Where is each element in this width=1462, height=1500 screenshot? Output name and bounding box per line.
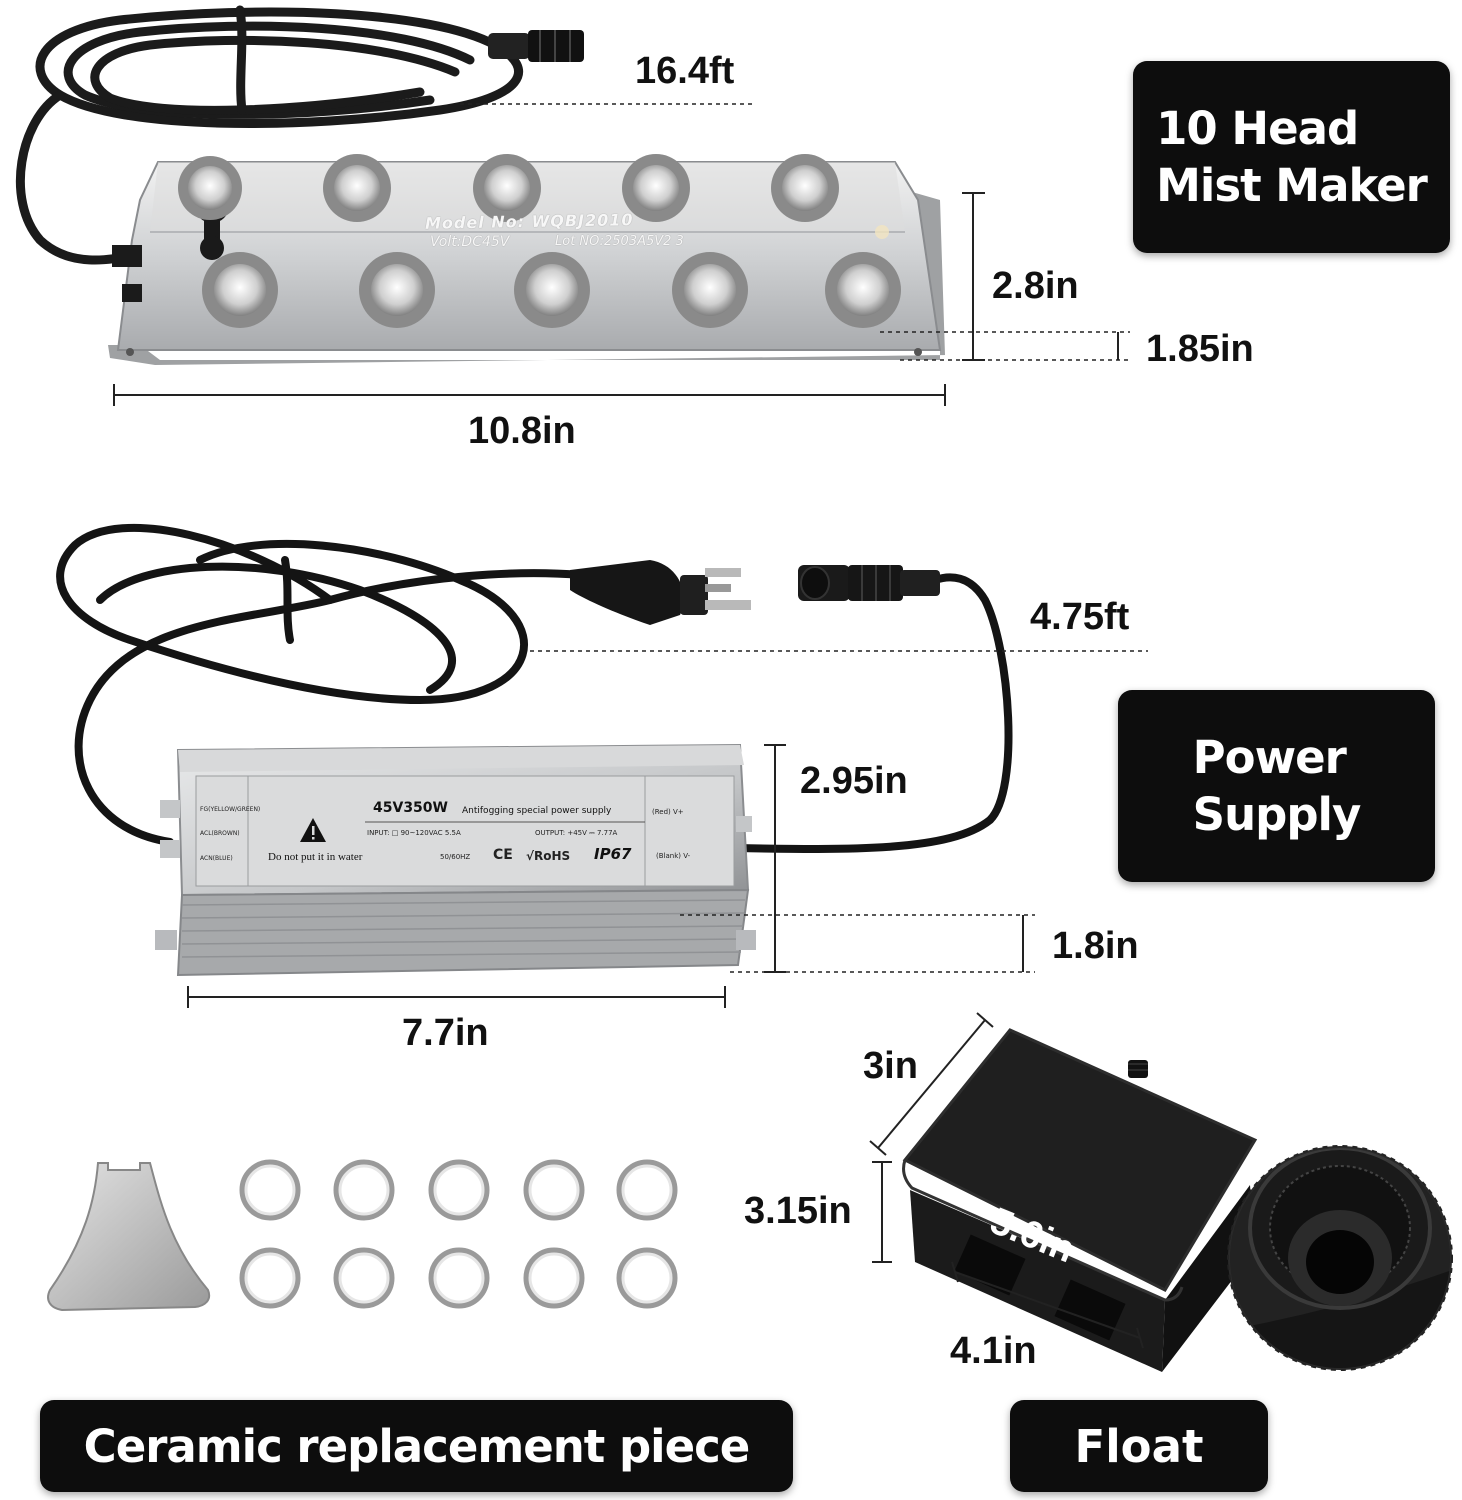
connector-icon-supply [798,565,940,601]
supply-output-label: OUTPUT: +45V ⎓ 7.77A [535,829,618,837]
ceramic-badge: Ceramic replacement piece [40,1400,793,1492]
supply-cable-label: 4.75ft [1030,596,1130,638]
maker-height-label: 2.8in [992,265,1079,307]
warning-triangle-icon [300,818,326,842]
power-supply-badge-line1: Power [1192,731,1347,784]
ip67-mark: IP67 [594,845,632,863]
ceramic-ring-set [239,1159,678,1309]
maker-depth-label: 1.85in [1146,328,1254,370]
supply-model-label: 45V350W [373,800,448,816]
supply-input-label: INPUT: □ 90~120VAC 5.5A [367,829,461,837]
supply-acl-label: ACL(BROWN) [200,830,240,837]
float-body [902,1028,1258,1372]
power-supply-badge: Power Supply [1118,690,1435,882]
supply-width-label: 7.7in [402,1012,489,1054]
mist-maker-badge-line2: Mist Maker [1156,159,1428,212]
ceramic-disc-row-top [178,154,839,222]
mist-maker-lot-label: Lot NO:2503A5V2 3 [555,234,684,249]
rohs-mark: √RoHS [526,849,571,863]
float-width-label: 4.1in [950,1330,1037,1372]
power-supply-body [155,743,756,977]
power-supply-cable [56,523,1013,853]
float-badge: Float [1010,1400,1268,1492]
power-supply-dimension-lines [187,650,1148,1008]
supply-subtitle-label: Antifogging special power supply [462,806,612,816]
float-height-label: 3.15in [744,1190,852,1232]
ce-mark: CE [493,847,513,863]
supply-warning-label: Do not put it in water [268,851,363,863]
power-supply-badge-line2: Supply [1192,788,1362,841]
float-depth-label: 3in [863,1045,918,1087]
mist-maker-cable [15,5,523,265]
mist-maker-model-label: Model No: WQBJ2010 [424,210,634,233]
float-badge-label: Float [1074,1419,1204,1473]
ceramic-disc-row-bottom [202,252,901,328]
supply-height-label: 2.95in [800,760,908,802]
maker-width-label: 10.8in [468,410,576,452]
connector-icon [488,30,584,62]
supply-blank-label: (Blank) V- [656,852,691,860]
plug-icon [570,560,751,625]
float-dimension-lines [869,1012,1144,1349]
ceramic-badge-label: Ceramic replacement piece [83,1419,751,1473]
mist-maker-dimension-lines [113,103,1130,406]
cable-length-label: 16.4ft [635,50,735,92]
supply-depth-label: 1.8in [1052,925,1139,967]
supply-red-label: (Red) V+ [652,808,684,816]
supply-freq-label: 50/60HZ [440,853,471,861]
mist-maker-volt-label: Volt:DC45V [430,234,510,250]
supply-fg-label: FG(YELLOW/GREEN) [200,806,261,813]
mist-maker-badge-line1: 10 Head [1156,102,1359,155]
supply-acn-label: ACN(BLUE) [200,855,233,862]
ceramic-plate-tool [47,1162,211,1312]
mist-maker-badge: 10 Head Mist Maker [1133,61,1450,253]
float-zoom-detail [1227,1145,1453,1371]
mist-maker-body [108,154,945,365]
